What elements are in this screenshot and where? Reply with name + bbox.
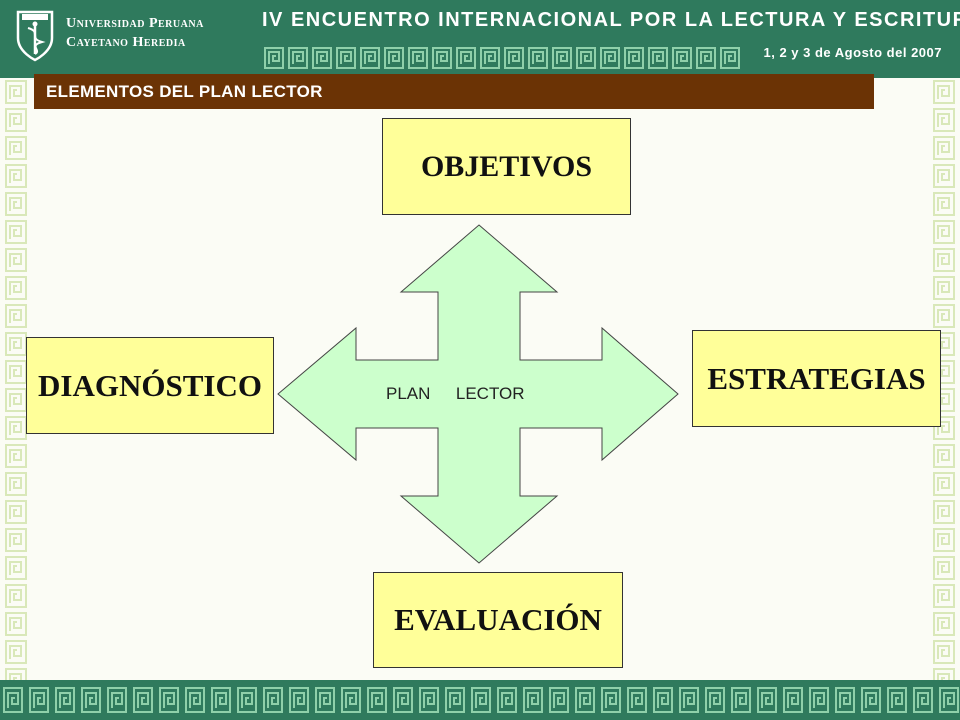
- event-date: 1, 2 y 3 de Agosto del 2007: [763, 45, 942, 60]
- plan-label-word: PLAN: [386, 384, 431, 403]
- estrategias-box: ESTRATEGIAS: [692, 330, 941, 427]
- diagnostico-box: DIAGNÓSTICO: [26, 337, 274, 434]
- evaluacion-box: EVALUACIÓN: [373, 572, 623, 668]
- greek-key-border-bottom: [0, 680, 960, 720]
- lector-label-word: LECTOR: [455, 384, 525, 403]
- greek-key-pattern-header: [262, 44, 742, 72]
- section-title-bar: ELEMENTOS DEL PLAN LECTOR: [34, 74, 874, 109]
- objetivos-box: OBJETIVOS: [382, 118, 631, 215]
- university-name: Universidad Peruana Cayetano Heredia: [66, 14, 204, 52]
- university-name-line2: Cayetano Heredia: [66, 35, 186, 50]
- university-name-line1: Universidad Peruana: [66, 16, 204, 31]
- header-band: Universidad Peruana Cayetano Heredia IV …: [0, 0, 960, 78]
- event-title: IV ENCUENTRO INTERNACIONAL POR LA LECTUR…: [262, 9, 960, 31]
- four-way-arrow: [277, 224, 679, 564]
- plan-lector-label: PLAN LECTOR: [386, 384, 525, 404]
- university-logo-icon: [16, 10, 54, 62]
